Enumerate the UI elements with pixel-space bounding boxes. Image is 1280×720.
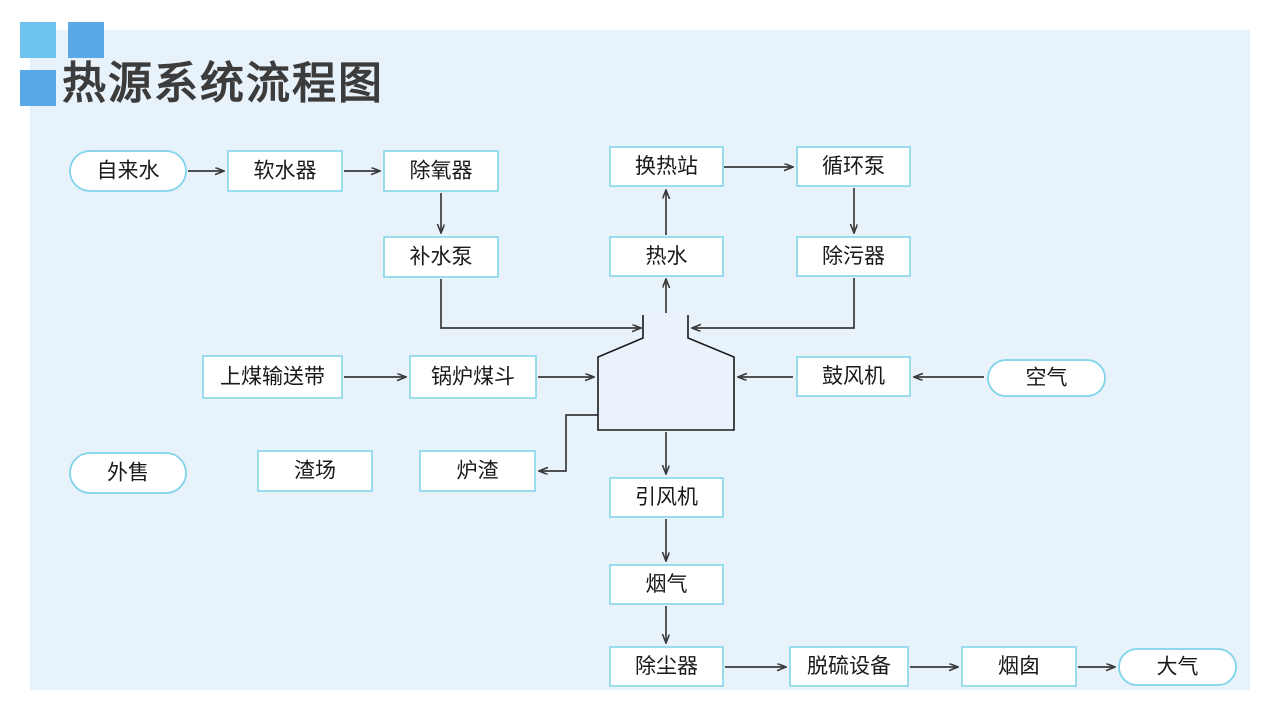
node-fluegas[interactable]: 烟气 xyxy=(609,564,724,605)
node-label-dustcoll: 除尘器 xyxy=(635,655,698,678)
node-label-slagyard: 渣场 xyxy=(294,460,336,483)
node-label-heatstation: 换热站 xyxy=(635,155,698,178)
node-shape-deaerator xyxy=(383,150,499,192)
node-label-makeuppump: 补水泵 xyxy=(410,246,473,269)
node-label-tapwater: 自来水 xyxy=(97,160,160,183)
node-shape-makeuppump xyxy=(383,236,499,278)
node-label-blower: 鼓风机 xyxy=(822,365,885,388)
node-shape-chimney xyxy=(961,646,1077,687)
node-shape-fluegas xyxy=(609,564,724,605)
node-shape-coalhopper xyxy=(409,355,537,399)
node-label-chimney: 烟囱 xyxy=(998,655,1040,678)
node-shape-circpump xyxy=(796,146,911,187)
edges-layer xyxy=(188,167,1115,667)
node-label-coalbelt: 上煤输送带 xyxy=(220,366,325,389)
node-desulf[interactable]: 脱硫设备 xyxy=(789,646,909,687)
node-hotwater[interactable]: 热水 xyxy=(609,236,724,277)
node-shape-slag xyxy=(419,450,536,492)
node-shape-tapwater xyxy=(69,150,187,192)
deco-square-accent xyxy=(20,70,56,106)
node-shape-desulf xyxy=(789,646,909,687)
node-shape-idfan xyxy=(609,477,724,518)
node-makeuppump[interactable]: 补水泵 xyxy=(383,236,499,278)
node-export[interactable]: 外售 xyxy=(69,452,187,494)
node-shape-dustcoll xyxy=(609,646,724,687)
edge-decontam-to-boiler xyxy=(692,278,855,328)
node-tapwater[interactable]: 自来水 xyxy=(69,150,187,192)
node-heatstation[interactable]: 换热站 xyxy=(609,146,724,187)
boiler-shape xyxy=(597,315,735,431)
node-shape-air xyxy=(987,359,1106,397)
node-shape-softener xyxy=(227,150,343,192)
node-deaerator[interactable]: 除氧器 xyxy=(383,150,499,192)
node-atmosphere[interactable]: 大气 xyxy=(1118,648,1237,686)
node-label-fluegas: 烟气 xyxy=(646,573,688,596)
node-circpump[interactable]: 循环泵 xyxy=(796,146,911,187)
page-title: 热源系统流程图 xyxy=(62,59,384,108)
edge-boiler-to-slag xyxy=(539,414,598,471)
node-slagyard[interactable]: 渣场 xyxy=(257,450,373,492)
node-shape-blower xyxy=(796,356,911,397)
node-label-softener: 软水器 xyxy=(254,160,317,183)
node-shape-atmosphere xyxy=(1118,648,1237,686)
deco-square-medium xyxy=(68,22,104,58)
node-label-hotwater: 热水 xyxy=(646,245,688,268)
node-shape-coalbelt xyxy=(202,355,343,399)
node-label-slag: 炉渣 xyxy=(457,460,499,483)
node-label-circpump: 循环泵 xyxy=(822,155,885,178)
node-dustcoll[interactable]: 除尘器 xyxy=(609,646,724,687)
node-shape-export xyxy=(69,452,187,494)
node-shape-slagyard xyxy=(257,450,373,492)
node-label-idfan: 引风机 xyxy=(635,486,698,509)
node-idfan[interactable]: 引风机 xyxy=(609,477,724,518)
node-chimney[interactable]: 烟囱 xyxy=(961,646,1077,687)
node-label-export: 外售 xyxy=(107,462,149,485)
node-slag[interactable]: 炉渣 xyxy=(419,450,536,492)
node-shape-decontam xyxy=(796,236,911,277)
node-boiler[interactable] xyxy=(597,315,735,431)
node-shape-heatstation xyxy=(609,146,724,187)
node-softener[interactable]: 软水器 xyxy=(227,150,343,192)
node-shape-hotwater xyxy=(609,236,724,277)
node-label-decontam: 除污器 xyxy=(822,245,885,268)
node-label-air: 空气 xyxy=(1026,367,1068,390)
node-air[interactable]: 空气 xyxy=(987,359,1106,397)
edge-makeuppump-to-boiler xyxy=(440,279,641,328)
node-blower[interactable]: 鼓风机 xyxy=(796,356,911,397)
node-coalbelt[interactable]: 上煤输送带 xyxy=(202,355,343,399)
node-label-atmosphere: 大气 xyxy=(1157,656,1199,679)
node-label-desulf: 脱硫设备 xyxy=(807,655,891,678)
node-label-coalhopper: 锅炉煤斗 xyxy=(431,366,515,389)
node-label-deaerator: 除氧器 xyxy=(410,160,473,183)
node-decontam[interactable]: 除污器 xyxy=(796,236,911,277)
node-coalhopper[interactable]: 锅炉煤斗 xyxy=(409,355,537,399)
deco-square-light xyxy=(20,22,56,58)
